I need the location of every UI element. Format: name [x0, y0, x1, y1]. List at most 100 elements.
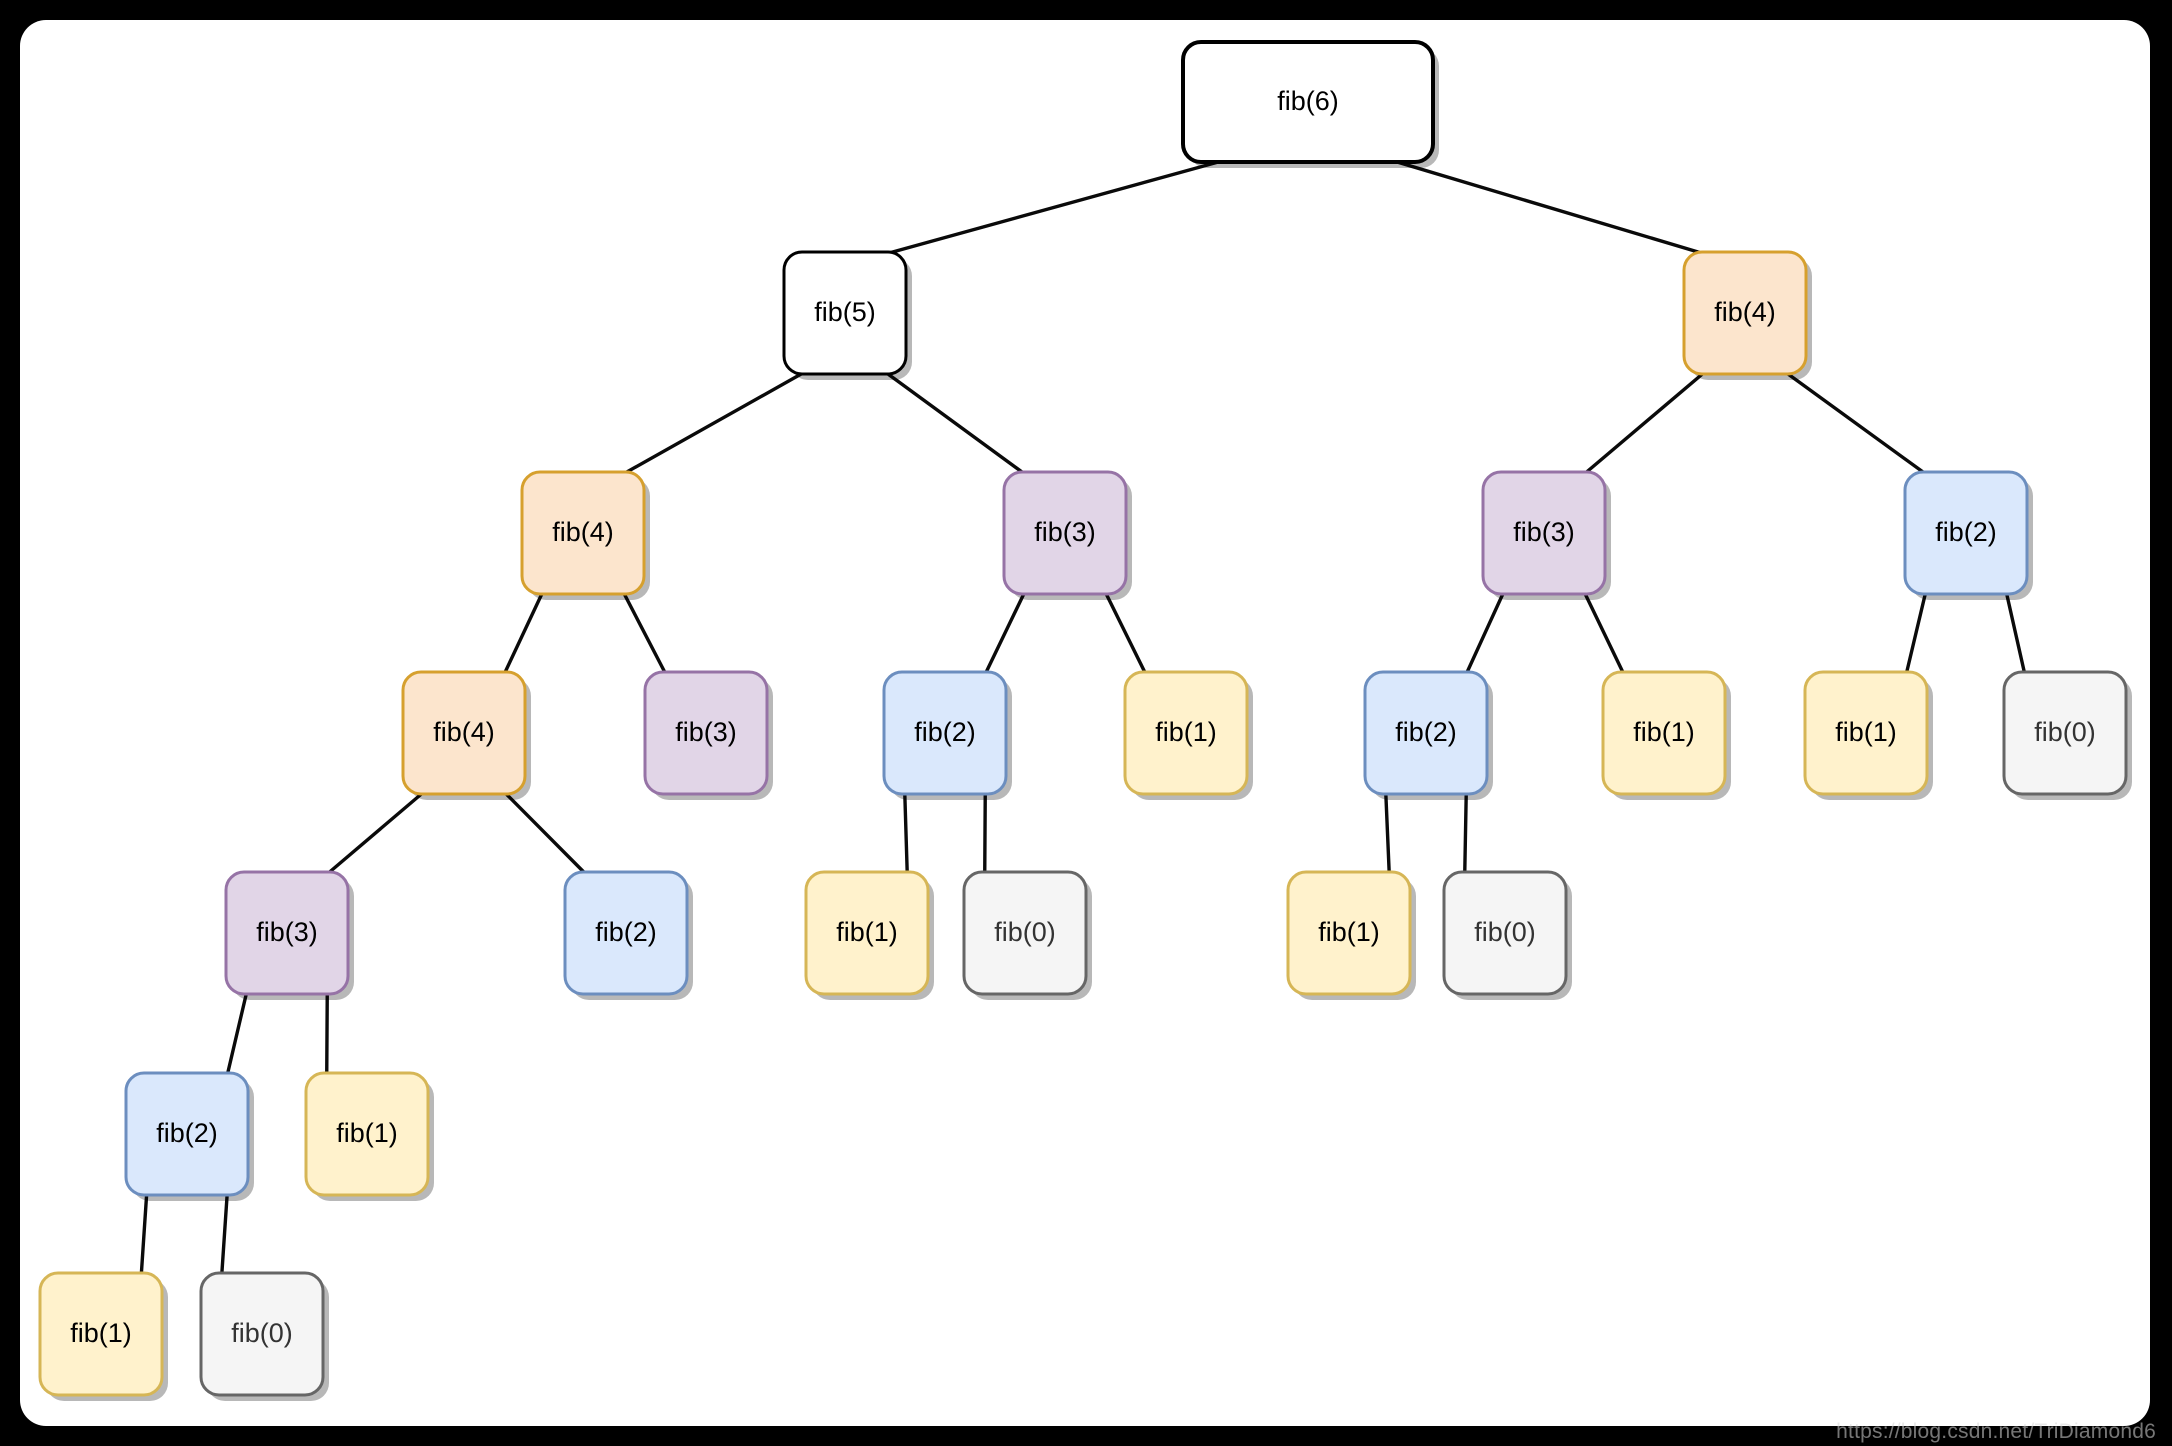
tree-node-fib-3[interactable]: fib(3) [1481, 470, 1611, 600]
tree-edge [883, 370, 1027, 476]
node-box[interactable] [1803, 670, 1929, 796]
tree-node-fib-2[interactable]: fib(2) [882, 670, 1012, 800]
tree-edge [1582, 590, 1626, 676]
tree-node-fib-6[interactable]: fib(6) [1181, 40, 1439, 168]
tree-edge [621, 370, 807, 476]
tree-edge [220, 1191, 229, 1277]
tree-node-fib-4[interactable]: fib(4) [401, 670, 531, 800]
node-box[interactable] [962, 870, 1088, 996]
tree-node-fib-1[interactable]: fib(1) [1803, 670, 1933, 800]
tree-edge [1103, 590, 1148, 676]
node-box[interactable] [1442, 870, 1568, 996]
tree-edge [225, 990, 249, 1077]
tree-node-fib-2[interactable]: fib(2) [563, 870, 693, 1000]
node-box[interactable] [38, 1271, 164, 1397]
tree-edge [1463, 790, 1468, 876]
tree-node-fib-2[interactable]: fib(2) [124, 1071, 254, 1201]
node-label: fib(0) [231, 1318, 293, 1348]
tree-node-fib-3[interactable]: fib(3) [643, 670, 773, 800]
tree-node-fib-1[interactable]: fib(1) [1601, 670, 1731, 800]
tree-node-fib-0[interactable]: fib(0) [1442, 870, 1572, 1000]
node-label: fib(3) [1513, 517, 1575, 547]
node-box[interactable] [804, 870, 930, 996]
tree-node-fib-0[interactable]: fib(0) [199, 1271, 329, 1401]
tree-edge [1464, 590, 1506, 676]
node-label: fib(1) [1633, 717, 1695, 747]
node-label: fib(1) [1835, 717, 1897, 747]
tree-node-fib-2[interactable]: fib(2) [1903, 470, 2033, 600]
node-box[interactable] [224, 870, 350, 996]
tree-edge [1388, 158, 1707, 256]
node-box[interactable] [1903, 470, 2029, 596]
tree-node-fib-1[interactable]: fib(1) [1123, 670, 1253, 800]
node-label: fib(1) [336, 1118, 398, 1148]
node-label: fib(3) [1034, 517, 1096, 547]
node-box[interactable] [1123, 670, 1249, 796]
node-box[interactable] [124, 1071, 250, 1197]
node-box[interactable] [1601, 670, 1727, 796]
tree-node-fib-0[interactable]: fib(0) [2002, 670, 2132, 800]
tree-node-fib-5[interactable]: fib(5) [782, 250, 912, 380]
tree-node-fib-4[interactable]: fib(4) [1682, 250, 1812, 380]
tree-node-fib-3[interactable]: fib(3) [224, 870, 354, 1000]
tree-edge [502, 590, 545, 676]
node-label: fib(0) [994, 917, 1056, 947]
tree-node-fib-0[interactable]: fib(0) [962, 870, 1092, 1000]
tree-edge [1384, 790, 1391, 876]
edge-layer [139, 158, 2027, 1277]
node-label: fib(1) [1155, 717, 1217, 747]
node-label: fib(4) [552, 517, 614, 547]
tree-edge [325, 790, 426, 876]
node-label: fib(1) [1318, 917, 1380, 947]
node-box[interactable] [1481, 470, 1607, 596]
tree-node-fib-1[interactable]: fib(1) [1286, 870, 1416, 1000]
node-label: fib(0) [1474, 917, 1536, 947]
node-label: fib(3) [675, 717, 737, 747]
tree-edge [883, 158, 1228, 256]
node-box[interactable] [563, 870, 689, 996]
tree-node-fib-2[interactable]: fib(2) [1363, 670, 1493, 800]
node-box[interactable] [1002, 470, 1128, 596]
tree-node-fib-1[interactable]: fib(1) [38, 1271, 168, 1401]
node-label: fib(2) [1395, 717, 1457, 747]
node-label: fib(2) [595, 917, 657, 947]
node-label: fib(5) [814, 297, 876, 327]
tree-edge [139, 1191, 149, 1277]
node-box[interactable] [199, 1271, 325, 1397]
node-label: fib(3) [256, 917, 318, 947]
node-label: fib(4) [1714, 297, 1776, 327]
node-label: fib(1) [836, 917, 898, 947]
node-box[interactable] [2002, 670, 2128, 796]
node-box[interactable] [401, 670, 527, 796]
tree-edge [2004, 590, 2027, 676]
node-box[interactable] [520, 470, 646, 596]
tree-node-fib-1[interactable]: fib(1) [804, 870, 934, 1000]
node-label: fib(2) [914, 717, 976, 747]
node-label: fib(2) [1935, 517, 1997, 547]
tree-edge [325, 990, 329, 1077]
node-box[interactable] [643, 670, 769, 796]
tree-edge [983, 590, 1027, 676]
node-box[interactable] [1286, 870, 1412, 996]
tree-node-fib-1[interactable]: fib(1) [304, 1071, 434, 1201]
node-box[interactable] [1363, 670, 1489, 796]
tree-edge [1783, 370, 1928, 476]
tree-node-fib-3[interactable]: fib(3) [1002, 470, 1132, 600]
node-label: fib(4) [433, 717, 495, 747]
node-box[interactable] [304, 1071, 430, 1197]
node-box[interactable] [1682, 250, 1808, 376]
node-box[interactable] [882, 670, 1008, 796]
tree-edge [903, 790, 909, 876]
node-layer: fib(6) fib(5) fib(4) fib(4) fib(3) fib(3) fib(… [38, 40, 2132, 1401]
tree-edge [621, 590, 668, 676]
node-label: fib(0) [2034, 717, 2096, 747]
tree-node-fib-4[interactable]: fib(4) [520, 470, 650, 600]
node-label: fib(6) [1277, 86, 1339, 116]
node-box[interactable] [1181, 40, 1435, 164]
node-label: fib(1) [70, 1318, 132, 1348]
node-box[interactable] [782, 250, 908, 376]
node-label: fib(2) [156, 1118, 218, 1148]
tree-edge [983, 790, 987, 876]
